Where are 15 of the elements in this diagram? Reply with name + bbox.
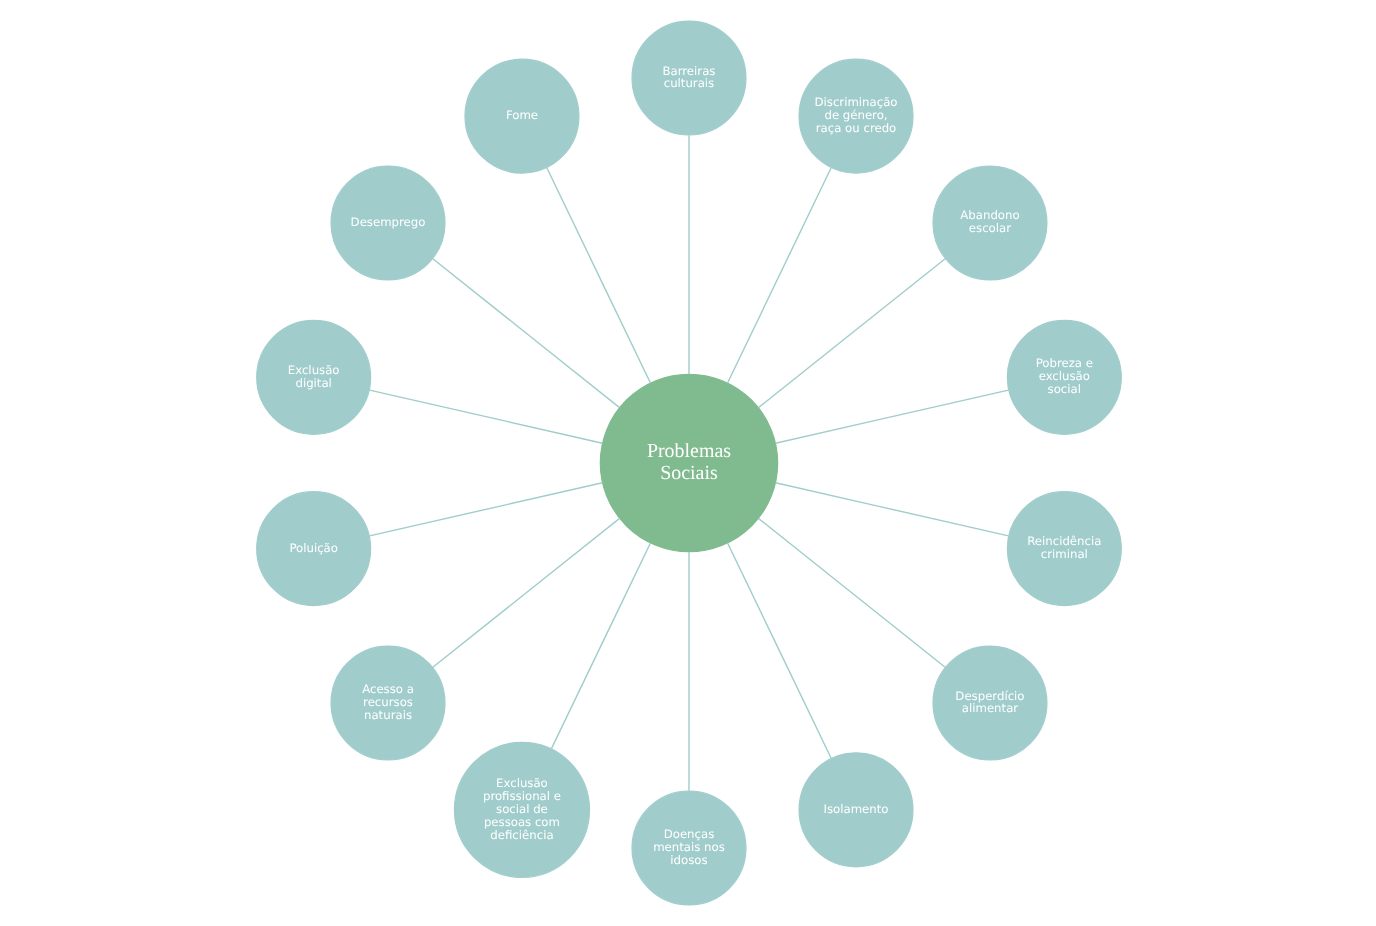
connector <box>773 389 1009 444</box>
connector <box>687 134 689 375</box>
connector <box>756 258 945 409</box>
connector <box>367 482 603 537</box>
connector <box>431 517 620 668</box>
connector <box>549 542 651 750</box>
connector <box>725 542 831 759</box>
connector <box>367 389 603 444</box>
connector <box>756 517 945 668</box>
node-circle: Problemas Sociais <box>598 373 778 553</box>
connector <box>687 551 689 792</box>
connector <box>773 482 1009 537</box>
connector <box>545 167 651 384</box>
connector <box>431 258 620 409</box>
connector <box>725 167 831 384</box>
